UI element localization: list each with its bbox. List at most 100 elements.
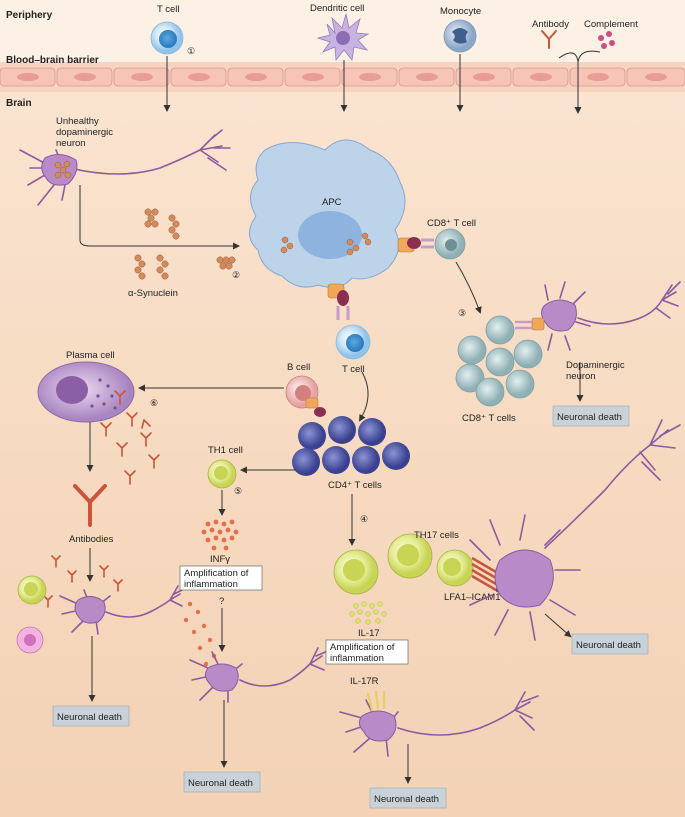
step-3: ③ — [458, 308, 466, 318]
apc-t-cell — [335, 324, 371, 360]
neuronal-death-box-bottom — [369, 787, 447, 809]
dopaminergic-label-2: neuron — [566, 371, 596, 382]
infg-neuron — [189, 647, 331, 703]
dendritic-cell-label: Dendritic cell — [310, 3, 364, 14]
large-neuron-body — [494, 549, 554, 608]
periphery-monocyte — [443, 19, 477, 53]
th1-cell-label: TH1 cell — [208, 445, 243, 456]
cd8-t-cell-cluster — [455, 315, 543, 407]
complement-label: Complement — [584, 19, 638, 30]
antibody-label: Antibody — [532, 19, 569, 30]
question-label: ? — [219, 596, 224, 607]
step-1: ① — [187, 46, 195, 56]
th1-cell — [207, 459, 237, 489]
infg-molecules — [201, 519, 239, 551]
scattered-antibodies — [100, 390, 160, 485]
bbb-label: Blood–brain barrier — [6, 55, 99, 66]
cd8-t-cell — [434, 228, 466, 260]
neuronal-death-box-right — [552, 405, 630, 427]
large-neuron — [469, 419, 681, 641]
apc-label: APC — [322, 197, 342, 208]
plasma-granules — [90, 378, 117, 410]
apc-mhc-bottom — [327, 283, 350, 320]
il17-label: IL-17 — [358, 628, 380, 639]
neuronal-death-right-label: Neuronal death — [557, 412, 622, 423]
t-cell-label: T cell — [342, 364, 365, 375]
neuronal-death-middle-label: Neuronal death — [188, 778, 253, 789]
periphery-label: Periphery — [6, 10, 53, 21]
amplification-box-left — [179, 565, 263, 591]
dopaminergic-neuron — [544, 281, 681, 351]
apc-nucleus — [298, 211, 362, 259]
plasma-cell-label: Plasma cell — [66, 350, 115, 361]
unhealthy-neuron — [19, 129, 231, 206]
periphery-t-cell-label: T cell — [157, 4, 180, 15]
synuclein-fibrils — [134, 208, 236, 280]
cd8-t-cell-label: CD8⁺ T cell — [427, 218, 476, 229]
unhealthy-neuron-label-2: dopaminergic — [56, 127, 113, 138]
step-5: ⑤ — [234, 486, 242, 496]
amp-right-line-1: Amplification of — [330, 642, 395, 653]
il17r-receptors — [366, 690, 386, 712]
arrow-large-neuron-death — [544, 613, 572, 638]
infg-neuron-body — [204, 663, 239, 692]
complement-cell-left — [16, 626, 44, 654]
brain-label: Brain — [6, 98, 32, 109]
th17-cell-b — [387, 533, 433, 579]
apc-mhc-right — [397, 237, 434, 253]
arrow-synuclein-to-apc — [79, 185, 240, 250]
periphery-antibody — [541, 30, 557, 49]
cd8-t-cells-label: CD8⁺ T cells — [462, 413, 516, 424]
step-4: ④ — [360, 514, 368, 524]
arrow-complement-merge — [577, 50, 601, 63]
infg-scatter — [183, 601, 217, 667]
amplification-box-right — [325, 639, 409, 665]
neuron-synuclein — [54, 160, 72, 179]
neuronal-death-bottom-label: Neuronal death — [374, 794, 439, 805]
th17-cells-label: TH17 cells — [414, 530, 459, 541]
plasma-nucleus — [56, 376, 88, 404]
periphery-t-cell — [150, 21, 184, 55]
cd4-t-cell-cluster — [292, 416, 410, 476]
amp-left-line-1: Amplification of — [184, 568, 249, 579]
unhealthy-neuron-label-1: Unhealthy — [56, 116, 99, 127]
step-6: ⑥ — [150, 398, 158, 408]
il17r-neuron-body — [358, 710, 397, 742]
arrow-cd8-to-neuron — [455, 261, 482, 314]
dopaminergic-neuron-body — [541, 299, 577, 332]
antibody-neuron-body — [74, 596, 106, 624]
periphery-dendritic-cell — [316, 13, 370, 62]
neuronal-death-large-label: Neuronal death — [576, 640, 641, 651]
antibodies-label: Antibodies — [69, 534, 114, 545]
periphery-complement — [598, 31, 615, 49]
amp-left-line-2: inflammation — [184, 579, 238, 590]
infg-label: INFγ — [210, 554, 230, 565]
dopaminergic-label-1: Dopaminergic — [566, 360, 625, 371]
cd4-t-cells-label: CD4⁺ T cells — [328, 480, 382, 491]
neuron-tcr — [515, 320, 532, 330]
neuronal-death-box-left — [52, 705, 130, 727]
synuclein-label: α-Synuclein — [128, 288, 178, 299]
arrow-t-cell-to-cd4 — [358, 371, 369, 422]
il17-molecules — [349, 601, 387, 625]
neuronal-death-box-middle — [183, 771, 261, 793]
th17-cell-c — [436, 549, 474, 587]
il17r-neuron — [339, 691, 539, 757]
antibodies-around — [43, 555, 123, 608]
neuronal-death-left-label: Neuronal death — [57, 712, 122, 723]
monocyte-label: Monocyte — [440, 6, 481, 17]
neuron-mhc — [531, 317, 545, 331]
antibody-neuron — [59, 585, 187, 635]
il17r-label: IL-17R — [350, 676, 379, 687]
unhealthy-neuron-label-3: neuron — [56, 138, 86, 149]
th-cell-left — [17, 575, 47, 605]
step-2: ② — [232, 270, 240, 280]
lfa-label: LFA1–ICAM1 — [444, 592, 501, 603]
amp-right-line-2: inflammation — [330, 653, 384, 664]
apc-synuclein — [280, 232, 372, 256]
b-cell — [285, 375, 326, 417]
large-antibody — [73, 484, 107, 527]
b-cell-label: B cell — [287, 362, 310, 373]
